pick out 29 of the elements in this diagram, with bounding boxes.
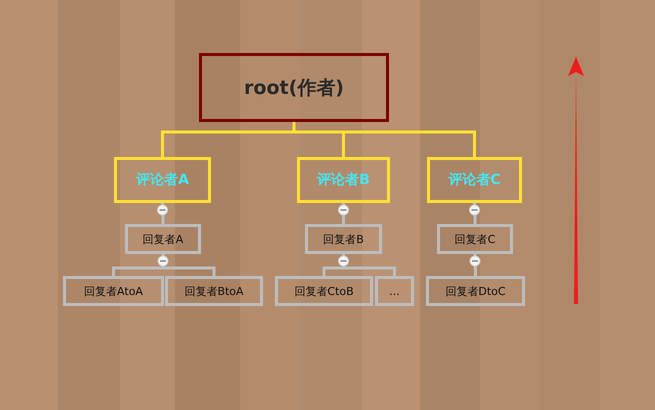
commenter-box [297,157,390,203]
node-label: ... [389,284,400,298]
node-label: 评论者C [448,171,501,189]
connector-line [161,203,164,224]
node-label: root(作者) [244,76,344,100]
node-label: 回复者BtoA [184,284,244,298]
connector-line [473,203,476,224]
reply-box [426,276,525,306]
reply-box [305,224,382,254]
node-label: 回复者AtoA [84,284,143,298]
root-box [199,53,389,122]
connector-line [342,203,345,224]
reply-box [437,224,513,254]
node-label: 回复者DtoC [445,284,506,298]
node-label: 回复者A [142,232,184,246]
commenter-box [114,157,211,203]
connector-line [292,122,476,157]
node-label: 评论者A [136,171,189,189]
node-label: 回复者CtoB [294,284,354,298]
node-label: 回复者C [454,232,496,246]
connector-line [474,254,477,276]
reply-box [165,276,263,306]
commenter-box [427,157,522,203]
reply-box [375,276,414,306]
reply-box [63,276,164,306]
node-label: 评论者B [317,171,370,189]
node-label: 回复者B [323,232,364,246]
reply-box [125,224,201,254]
reply-box [275,276,373,306]
